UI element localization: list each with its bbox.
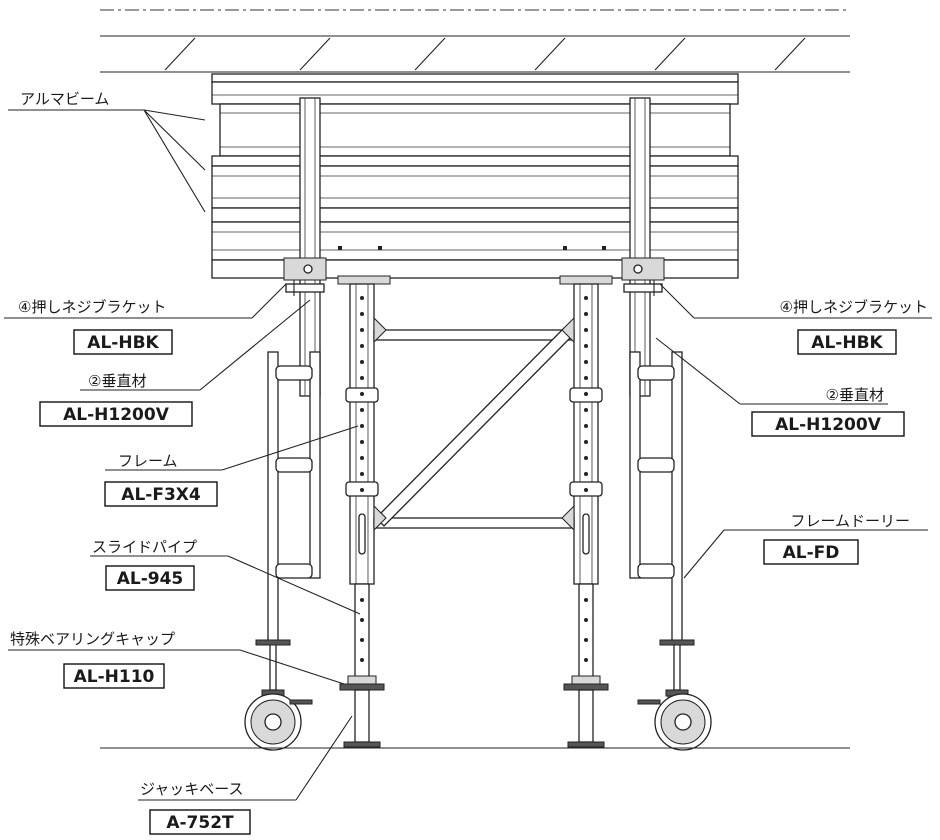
- jack-base-code: A-752T: [166, 813, 234, 833]
- bearing-cap-code-box: [63, 663, 165, 689]
- jack-base-label: ジャッキベース: [140, 780, 244, 798]
- leader-lines: [4, 109, 932, 801]
- frame-code: AL-F3X4: [121, 485, 201, 505]
- slide-pipe-code-box: [105, 565, 195, 591]
- vertical-right-code-box: [751, 411, 905, 437]
- frame-hole: [584, 312, 588, 316]
- frame-hole: [360, 312, 364, 316]
- slide-pipe-code: AL-945: [117, 569, 184, 589]
- frame-hole: [584, 440, 588, 444]
- vertical-left-code-box: [39, 401, 193, 427]
- bracket-left-code: AL-HBK: [87, 333, 159, 353]
- bracket-right-code-box: [797, 329, 897, 355]
- bracket-right: [621, 257, 665, 296]
- frame-hole: [360, 360, 364, 364]
- frame-hole: [584, 296, 588, 300]
- frame-hole: [360, 392, 364, 396]
- bracket-right-code: AL-HBK: [811, 333, 883, 353]
- frame-hole: [360, 456, 364, 460]
- part-labels: アルマビーム ④押しネジブラケット AL-HBK ②垂直材 AL-H1200V …: [10, 90, 928, 835]
- bracket-left-label: ④押しネジブラケット: [18, 298, 166, 316]
- frame-hole: [584, 376, 588, 380]
- slide-pipes: [354, 583, 594, 685]
- slide-pipe-label: スライドパイプ: [92, 538, 197, 556]
- frame-hole: [584, 424, 588, 428]
- bearing-cap-code: AL-H110: [74, 667, 155, 687]
- bearing-caps: [339, 675, 609, 691]
- frame-hole: [360, 488, 364, 492]
- frame-hole: [360, 424, 364, 428]
- bearing-cap-label: 特殊ベアリングキャップ: [10, 630, 175, 648]
- frame-hole: [360, 296, 364, 300]
- bracket-left-code-box: [73, 329, 173, 355]
- aluma-beams: [211, 73, 739, 279]
- frame-hole: [584, 344, 588, 348]
- frame-dolly-label: フレームドーリー: [790, 512, 910, 530]
- frame-hole: [360, 376, 364, 380]
- vertical-member-left: [299, 97, 321, 397]
- bracket-right-label: ④押しネジブラケット: [780, 298, 928, 316]
- vertical-right-label: ②垂直材: [826, 386, 884, 404]
- frame-hole: [360, 344, 364, 348]
- vertical-left-code: AL-H1200V: [63, 405, 170, 425]
- ceiling-slab: [100, 9, 850, 73]
- frame-hole: [584, 360, 588, 364]
- jack-base-code-box: [149, 809, 251, 835]
- frame-hole: [584, 392, 588, 396]
- frame-hole: [584, 328, 588, 332]
- frame-hole: [360, 440, 364, 444]
- frame-hole: [584, 456, 588, 460]
- frame-hole: [360, 408, 364, 412]
- frame-code-box: [104, 481, 218, 507]
- frame-hole: [584, 488, 588, 492]
- frame: [337, 275, 613, 585]
- bracket-left: [283, 257, 327, 296]
- frame-dolly-right: [629, 351, 712, 751]
- vertical-right-code: AL-H1200V: [775, 415, 882, 435]
- frame-hole: [584, 408, 588, 412]
- jack-bases: [343, 689, 605, 748]
- alumabeam-label: アルマビーム: [20, 90, 109, 108]
- vertical-member-right: [629, 97, 651, 397]
- frame-dolly-code-box: [763, 539, 859, 565]
- frame-dolly-code: AL-FD: [783, 543, 840, 563]
- frame-hole: [360, 328, 364, 332]
- frame-dolly-left: [244, 351, 321, 751]
- frame-hole: [360, 472, 364, 476]
- vertical-left-label: ②垂直材: [88, 372, 146, 390]
- frame-label: フレーム: [118, 452, 178, 470]
- frame-hole: [584, 472, 588, 476]
